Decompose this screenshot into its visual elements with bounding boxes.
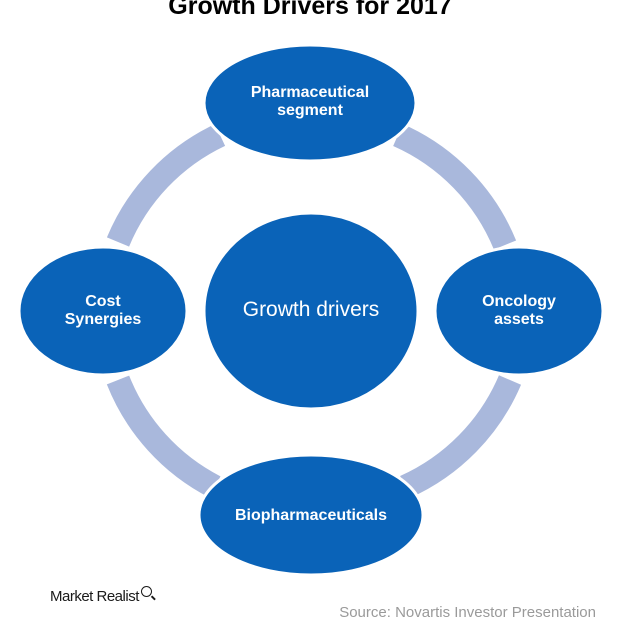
node-right: [433, 245, 605, 377]
node-label-top: Pharmaceutical segment: [250, 84, 370, 119]
logo-text: Market Realist: [50, 588, 139, 605]
magnifier-icon: [140, 586, 152, 597]
node-center: [202, 211, 420, 411]
node-label-left: Cost Synergies: [64, 293, 142, 328]
node-bottom: [197, 453, 425, 577]
market-realist-logo: Market Realist: [50, 586, 152, 605]
connector-top-right: [392, 124, 517, 250]
node-left: [17, 245, 189, 377]
source-note: Source: Novartis Investor Presentation: [339, 604, 596, 621]
center-label: Growth drivers: [242, 298, 380, 321]
diagram-title: Growth Drivers for 2017: [168, 0, 452, 20]
connector-left-top: [106, 124, 226, 247]
node-label-bottom: Biopharmaceuticals: [234, 507, 388, 524]
node-label-right: Oncology assets: [482, 293, 556, 328]
connector-ring: [106, 124, 522, 498]
connector-right-bottom: [399, 375, 522, 498]
node-top: [202, 43, 418, 163]
connector-bottom-left: [106, 375, 221, 498]
